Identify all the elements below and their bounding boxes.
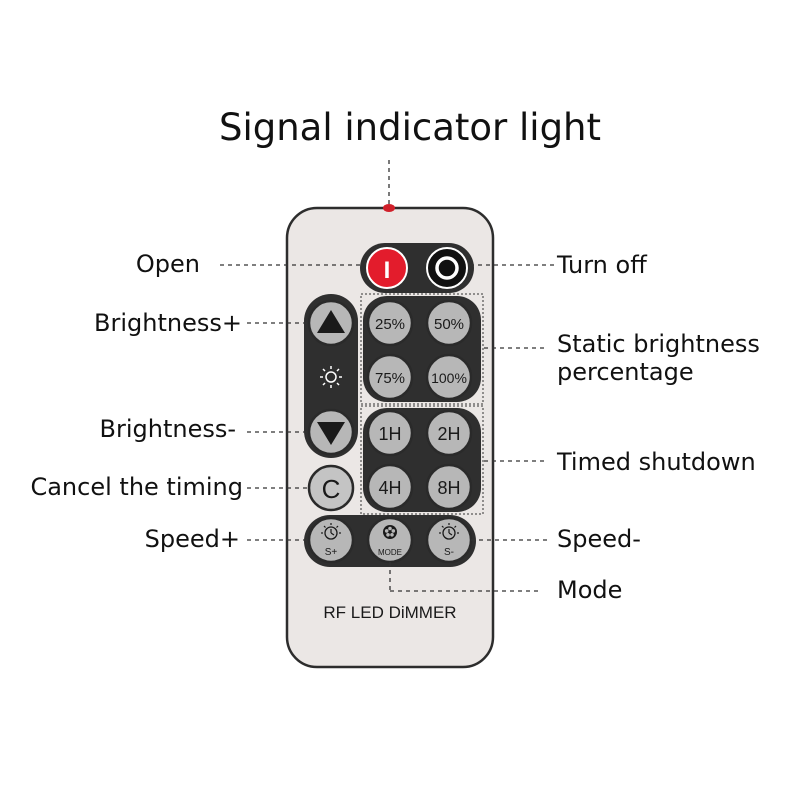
label-brightness-plus: Brightness+ bbox=[94, 309, 242, 337]
diagram-title: Signal indicator light bbox=[219, 106, 601, 149]
timer-8h-button[interactable]: 8H bbox=[425, 463, 473, 511]
speed-minus-button[interactable]: S- bbox=[425, 516, 473, 564]
label-static-brightness-2: percentage bbox=[557, 358, 694, 386]
turn-off-button[interactable] bbox=[426, 247, 468, 289]
label-open: Open bbox=[136, 250, 200, 278]
brightness-50-label: 50% bbox=[434, 316, 464, 333]
mode-label: MODE bbox=[378, 548, 402, 557]
timer-2h-button[interactable]: 2H bbox=[425, 409, 473, 457]
speed-minus-label: S- bbox=[444, 547, 454, 558]
sun-icon bbox=[320, 366, 342, 388]
flower-icon bbox=[383, 525, 397, 539]
brand-text: RF LED DiMMER bbox=[323, 603, 456, 622]
label-timed-shutdown: Timed shutdown bbox=[556, 448, 756, 476]
cancel-timing-button[interactable] bbox=[307, 464, 355, 512]
sun-clock-icon bbox=[321, 523, 341, 540]
sun-clock-icon bbox=[439, 523, 459, 540]
timer-1h-label: 1H bbox=[378, 424, 401, 444]
ring-icon bbox=[435, 256, 459, 280]
brightness-100-button[interactable]: 100% bbox=[425, 353, 473, 401]
brightness-75-button[interactable]: 75% bbox=[366, 353, 414, 401]
timer-4h-label: 4H bbox=[378, 478, 401, 498]
brightness-75-label: 75% bbox=[375, 370, 405, 387]
open-button[interactable] bbox=[366, 247, 408, 289]
brightness-100-label: 100% bbox=[431, 370, 467, 386]
label-turn-off: Turn off bbox=[556, 251, 647, 279]
mode-button[interactable]: MODE bbox=[366, 516, 414, 564]
label-static-brightness-1: Static brightness bbox=[557, 330, 760, 358]
triangle-up-icon bbox=[317, 310, 345, 333]
label-brightness-minus: Brightness- bbox=[100, 415, 237, 443]
triangle-down-icon bbox=[317, 422, 345, 445]
signal-indicator-light bbox=[383, 204, 395, 212]
static-brightness-group bbox=[360, 293, 484, 405]
brightness-50-button[interactable]: 50% bbox=[425, 299, 473, 347]
speed-plus-button[interactable]: S+ bbox=[307, 516, 355, 564]
timer-2h-label: 2H bbox=[437, 424, 460, 444]
speed-plus-label: S+ bbox=[325, 547, 338, 558]
timer-4h-button[interactable]: 4H bbox=[366, 463, 414, 511]
label-speed-plus: Speed+ bbox=[145, 525, 240, 553]
timer-group bbox=[360, 405, 484, 515]
open-glyph: I bbox=[384, 257, 391, 284]
timer-8h-label: 8H bbox=[437, 478, 460, 498]
label-mode: Mode bbox=[557, 576, 622, 604]
brightness-25-label: 25% bbox=[375, 316, 405, 333]
cancel-label: C bbox=[322, 474, 341, 504]
label-cancel-timing: Cancel the timing bbox=[30, 473, 243, 501]
timer-1h-button[interactable]: 1H bbox=[366, 409, 414, 457]
brightness-25-button[interactable]: 25% bbox=[366, 299, 414, 347]
label-speed-minus: Speed- bbox=[557, 525, 641, 553]
